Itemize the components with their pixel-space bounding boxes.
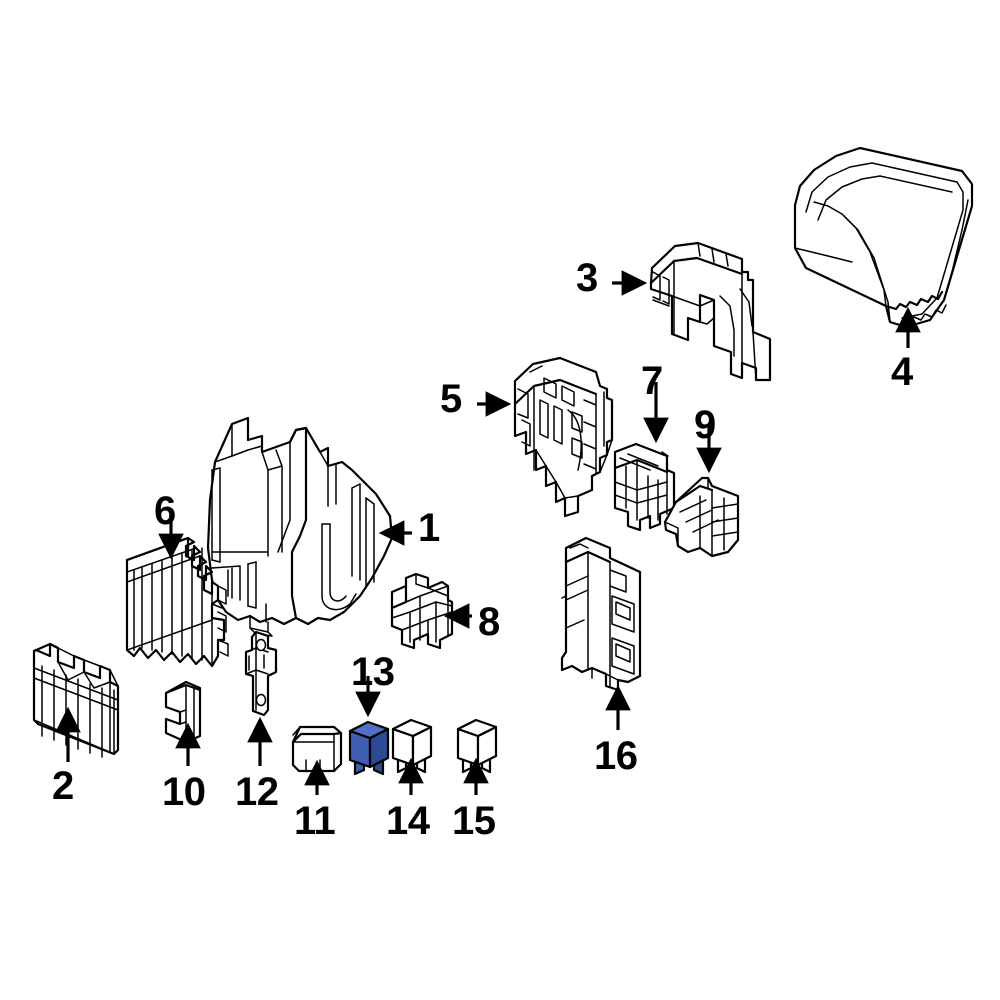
part-2-ribbed-cover-panel [32,642,120,758]
callout-label-2: 2 [52,764,74,808]
part-13-relay-highlighted [348,720,390,776]
part-16-fuse-block-module [560,536,642,692]
callout-label-5: 5 [440,377,462,421]
part-12-bolt-down-fusible-link [244,630,278,717]
callout-label-6: 6 [154,489,176,533]
part-4-fuse-box-lid [793,146,974,329]
callout-arrows [55,270,921,795]
callout-label-1: 1 [418,506,440,550]
part-3-relay-block-cover [649,241,772,382]
part-5-connector-block [513,356,614,518]
part-8-relay-socket [390,572,454,650]
callout-label-4: 4 [891,350,913,394]
callout-label-14: 14 [386,799,430,843]
callout-label-10: 10 [162,770,206,814]
callout-label-12: 12 [235,770,279,814]
callout-label-3: 3 [576,256,598,300]
part-6-ribbed-bracket [125,536,229,668]
callout-label-9: 9 [694,403,716,447]
callout-label-8: 8 [478,600,500,644]
callout-label-7: 7 [641,359,663,403]
callout-label-13: 13 [351,650,395,694]
part-7-fuse-holder-small [613,442,676,532]
part-9-angled-fuse-module [663,476,740,558]
part-10-terminal-clip [164,680,202,744]
callout-label-16: 16 [594,734,638,778]
part-1-fuse-box-housing [206,416,394,637]
callout-label-15: 15 [452,799,496,843]
callout-label-11: 11 [294,799,336,843]
